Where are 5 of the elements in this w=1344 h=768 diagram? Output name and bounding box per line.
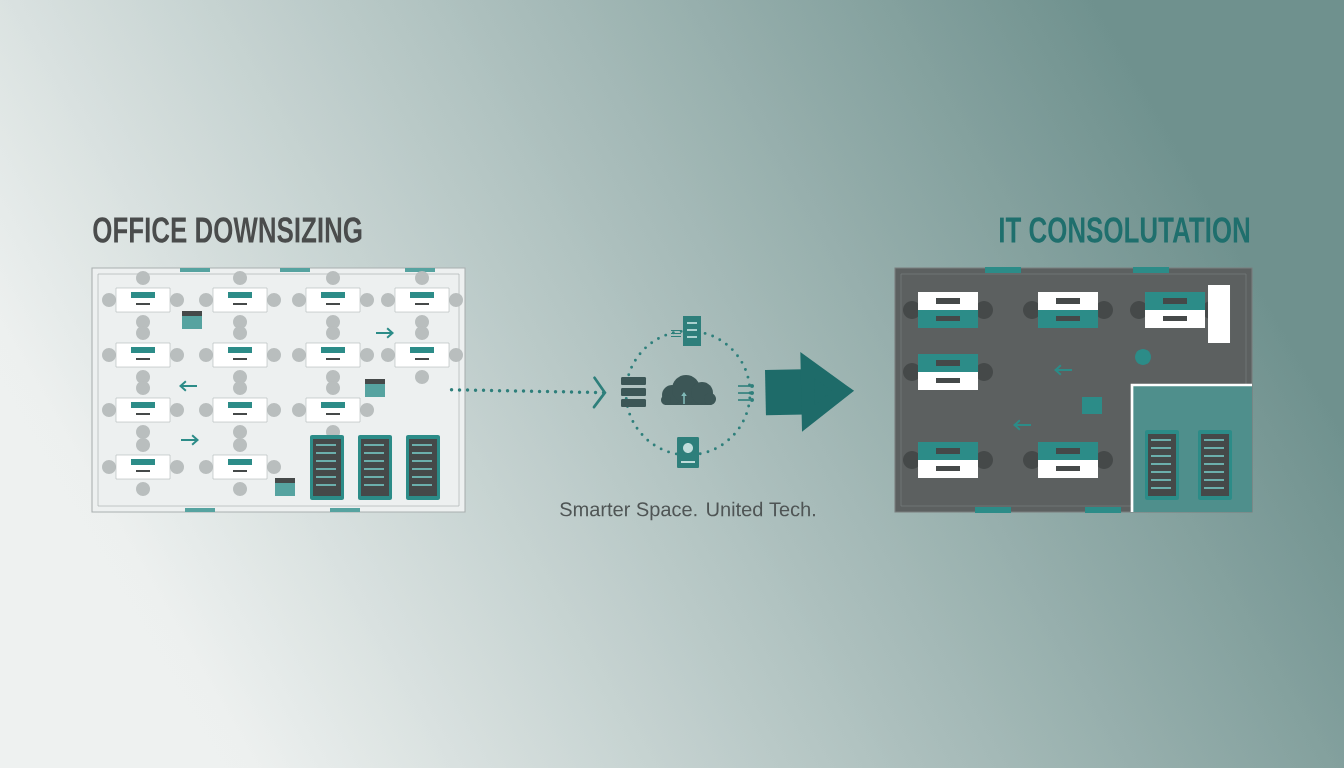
caption: Smarter Space. United Tech. xyxy=(560,501,815,521)
arrow xyxy=(449,376,607,409)
heading: IT CONSOLUTATION xyxy=(1000,217,1250,243)
cloud-network-drawing xyxy=(621,316,754,468)
heading: OFFICE DOWNSIZING xyxy=(93,217,362,243)
